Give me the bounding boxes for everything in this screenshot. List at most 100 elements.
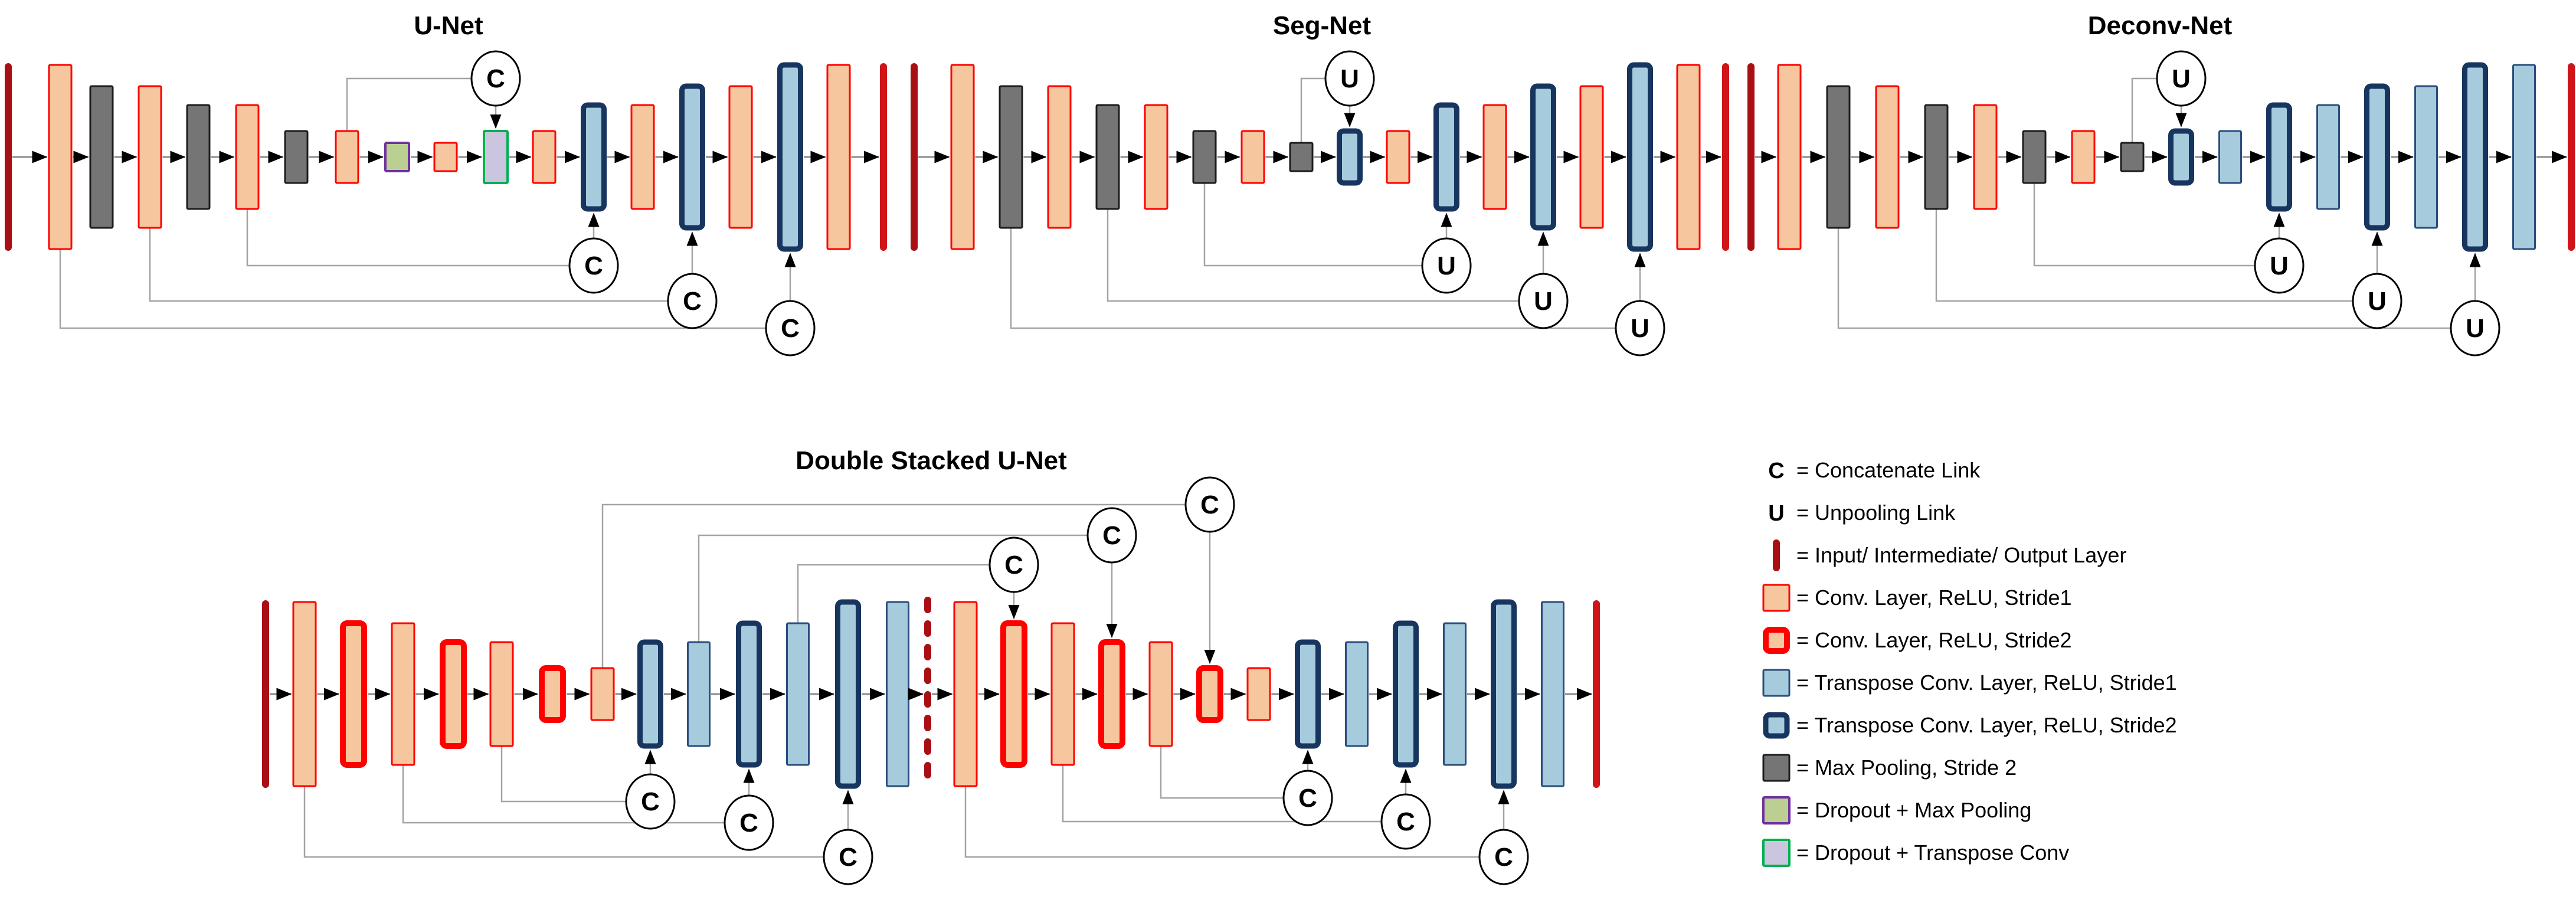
deconvnet-skip-rail-3 [1837,228,2451,329]
double-unet-layer-20-conv2 [1196,665,1223,723]
segnet-badge-label-0: U [1340,64,1359,93]
unet-concatenate-badge-2 [667,273,718,329]
unet-layer-18-io-out [880,63,887,251]
deconvnet-layer-0-io-in [1747,63,1755,251]
double-unet-title: Double Stacked U-Net [796,446,1067,475]
double-unet-layer-12-tconv2 [835,599,861,789]
io-layer-icon [1773,539,1780,571]
unet-layer-4-mp [186,104,211,210]
legend-label-tconv2: = Transpose Conv. Layer, ReLU, Stride2 [1796,713,2177,737]
segnet-layer-10-conv1 [1386,130,1410,184]
unet-layer-7-conv1 [335,130,359,184]
deconvnet-unpooling-badge-3 [2450,300,2500,356]
legend-row-mp: = Max Pooling, Stride 2 [1762,754,2017,782]
unet-layer-11-conv1 [532,130,557,184]
unet-layer-16-tconv2 [777,62,803,252]
legend-row-tconv1: = Transpose Conv. Layer, ReLU, Stride1 [1762,669,2177,697]
double-unet-badge-label-5: C [839,843,857,872]
double-unet-layer-25-tconv1 [1443,622,1467,766]
double-unet-layer-11-tconv1 [786,622,810,766]
unet-badge-label-1: C [584,251,603,280]
deconvnet-layer-2-mp [1826,85,1851,229]
deconvnet-layer-8-mp [2120,142,2145,172]
unet-concatenate-badge-0 [470,50,521,107]
segnet-layer-9-tconv2 [1337,128,1363,186]
segnet-badge-label-3: U [1631,314,1649,343]
segnet-layer-6-mp [1192,130,1217,184]
legend-row-dtc: = Dropout + Transpose Conv [1762,839,2069,867]
segnet-skip-rail-3 [1010,228,1616,329]
double-unet-layer-28-io-out [1593,600,1600,788]
legend-row-conv2: = Conv. Layer, ReLU, Stride2 [1763,627,2072,654]
double-unet-layer-26-tconv2 [1491,599,1517,789]
deconvnet-layer-10-tconv1 [2218,130,2242,184]
deconvnet-unpooling-badge-0 [2156,50,2207,107]
deconvnet-layer-3-conv1 [1875,85,1900,229]
unet-skip-rail-1 [246,210,569,267]
double-unet-concatenate-badge-4 [724,794,774,851]
deconvnet-layer-6-mp [2022,130,2047,184]
double-unet-layer-18-conv2 [1098,639,1125,749]
double-unet-layer-17-conv1 [1050,622,1075,766]
double-unet-layer-5-conv1 [489,641,514,747]
unet-layer-0-io-in [5,63,12,251]
double-unet-skip-rail-8 [964,787,1480,858]
legend-label-tconv1: = Transpose Conv. Layer, ReLU, Stride1 [1796,670,2177,695]
legend-row-letterU: U= Unpooling Link [1768,500,1956,526]
double-unet-layer-10-tconv2 [736,620,762,768]
double-unet-layer-23-tconv1 [1345,641,1369,747]
segnet-layer-2-mp [999,85,1023,229]
double-unet-concatenate-badge-5 [823,829,873,885]
unet-skip-rail-3 [59,250,766,329]
double-unet-skip-rail-0 [601,503,1186,668]
segnet-layer-5-conv1 [1144,104,1168,210]
unet-layer-15-conv1 [728,85,753,229]
double-unet-badge-label-7: C [1396,807,1415,836]
deconvnet-layer-11-tconv2 [2266,102,2292,212]
dtc-layer-icon [1762,839,1791,867]
double-unet-layer-0-io-in [262,600,269,788]
segnet-layer-12-conv1 [1482,104,1507,210]
legend-row-dmp: = Dropout + Max Pooling [1762,796,2031,825]
segnet-badge-label-1: U [1437,251,1456,280]
double-unet-skip-rail-4 [402,765,725,824]
unet-badge-label-0: C [486,64,505,93]
double-unet-badge-label-0: C [1200,490,1219,519]
deconvnet-unpooling-badge-2 [2352,273,2402,329]
segnet-layer-14-conv1 [1579,85,1604,229]
segnet-layer-16-conv1 [1676,64,1701,250]
double-unet-layer-9-tconv1 [687,641,711,747]
unet-badge-label-2: C [683,287,702,316]
segnet-skip-rail-2 [1107,210,1519,302]
unet-layer-5-conv1 [235,104,260,210]
deconvnet-skip-rail-1 [2033,184,2255,267]
deconvnet-layer-7-conv1 [2071,130,2096,184]
double-unet-layer-3-conv1 [391,622,415,766]
unet-concatenate-badge-3 [765,300,816,356]
segnet-layer-15-tconv2 [1627,62,1653,252]
double-unet-badge-label-6: C [1298,784,1317,813]
segnet-unpooling-badge-2 [1518,273,1569,329]
unet-badge-label-3: C [781,314,800,343]
deconvnet-layer-12-tconv1 [2316,104,2340,210]
unet-layer-14-tconv2 [679,83,705,231]
double-unet-badge-label-8: C [1494,843,1513,872]
deconvnet-layer-14-tconv1 [2414,85,2438,229]
legend-label-dmp: = Dropout + Max Pooling [1796,798,2031,822]
legend-label-conv2: = Conv. Layer, ReLU, Stride2 [1796,628,2072,652]
double-unet-concatenate-badge-7 [1380,793,1431,850]
double-unet-layer-1-conv1 [292,601,317,787]
double-unet-layer-7-conv1 [590,667,615,721]
double-unet-layer-27-tconv1 [1541,601,1564,787]
double-unet-layer-16-conv2 [1000,620,1027,768]
double-unet-skip-rail-5 [303,787,824,858]
deconvnet-layer-4-mp [1924,104,1949,210]
legend-row-io: = Input/ Intermediate/ Output Layer [1773,539,2126,571]
deconvnet-unpooling-badge-1 [2254,237,2305,294]
segnet-unpooling-badge-1 [1421,237,1472,294]
